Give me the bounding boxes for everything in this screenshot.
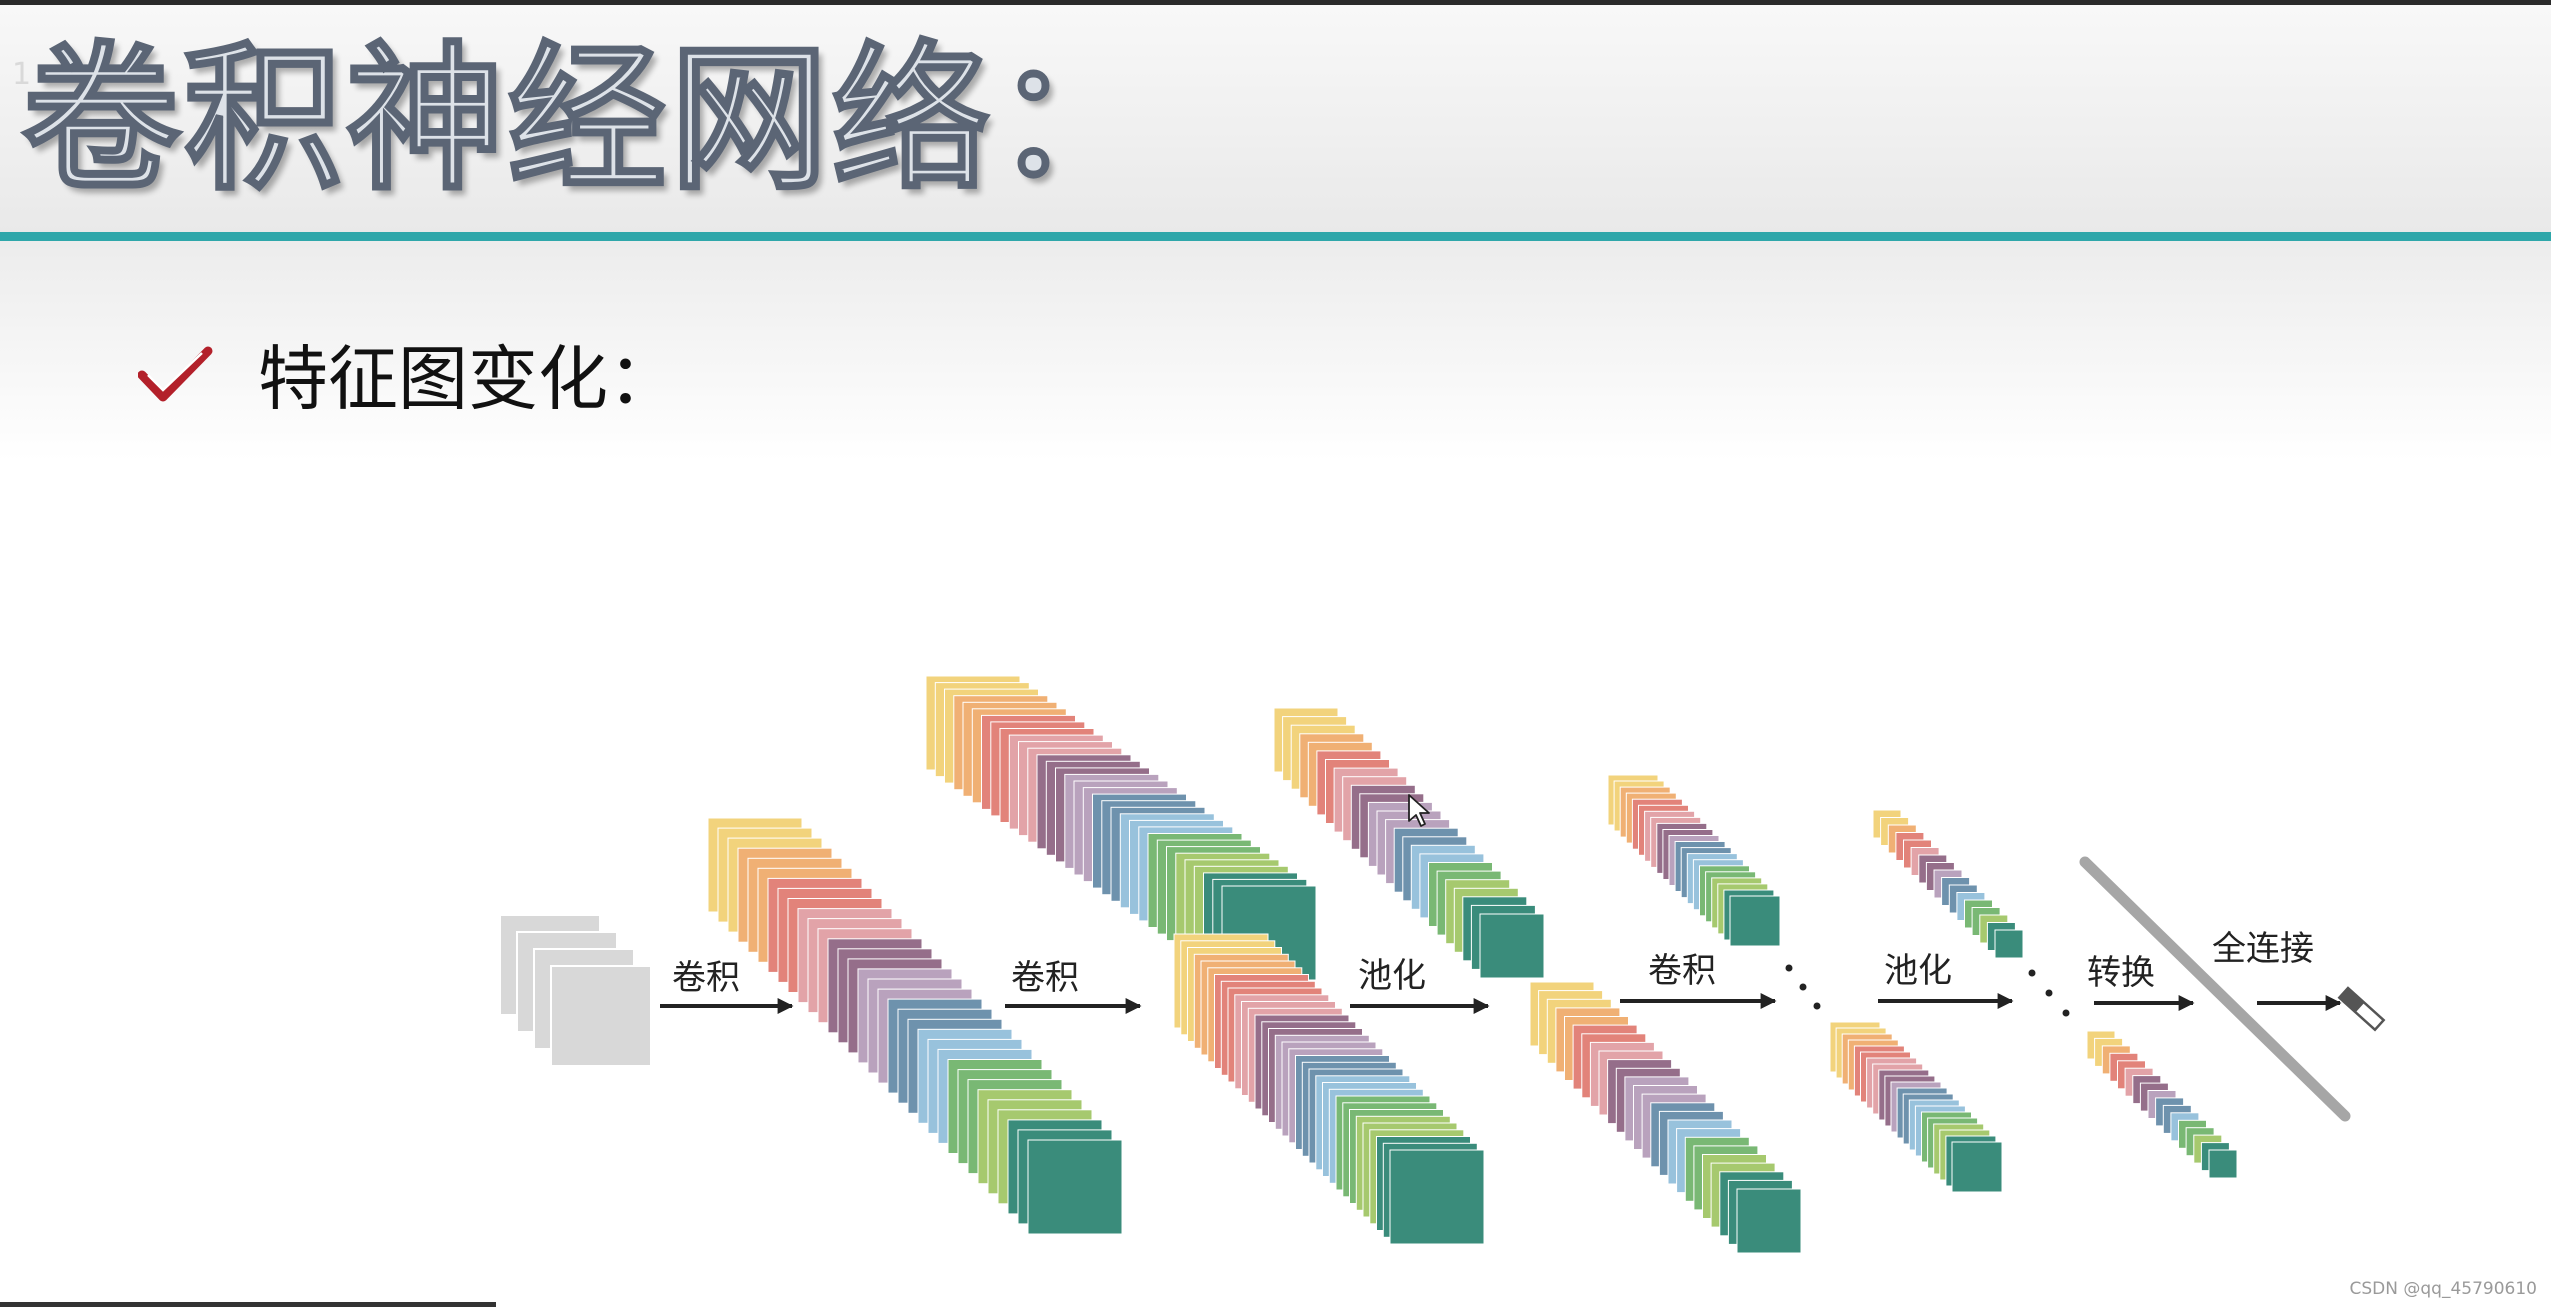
conv3-feature-maps-bottom xyxy=(1829,1021,2003,1193)
checkmark-icon xyxy=(138,346,213,402)
label-conv-3: 卷积 xyxy=(1648,951,1716,991)
fc-output-icon xyxy=(2337,986,2386,1032)
conv1-feature-maps xyxy=(707,817,1123,1235)
feature-map-layer xyxy=(1994,929,2024,959)
ellipsis-dot xyxy=(2045,989,2053,997)
label-pool-2: 池化 xyxy=(1884,951,1952,991)
ellipsis-dot xyxy=(2028,969,2036,977)
input-image-stack xyxy=(499,914,652,1067)
feature-map-layer xyxy=(1736,1188,1802,1254)
subtitle-band xyxy=(0,241,2551,461)
mouse-cursor-icon xyxy=(1408,794,1430,827)
watermark: CSDN @qq_45790610 xyxy=(2349,1279,2537,1299)
label-fully-connected: 全连接 xyxy=(2212,929,2314,969)
feature-map-layer xyxy=(550,965,652,1067)
conv2-feature-maps-top xyxy=(925,675,1317,981)
ellipsis-dot xyxy=(2062,1009,2070,1017)
conv3-feature-maps-top xyxy=(1607,774,1781,947)
title-divider xyxy=(0,232,2551,241)
label-conv-2: 卷积 xyxy=(1011,958,1079,998)
ellipsis-dot xyxy=(1785,964,1793,972)
feature-map-layer xyxy=(2208,1149,2238,1179)
pool2-feature-maps-top xyxy=(1872,809,2024,959)
ellipsis-dot xyxy=(1799,983,1807,991)
flattened-maps-bottom xyxy=(2086,1030,2238,1179)
flow-labels: 卷积 卷积 池化 卷积 池化 转换 全连接 xyxy=(672,929,2314,998)
flow-arrows xyxy=(660,993,2342,1014)
bottom-progress-line xyxy=(0,1302,496,1307)
top-border xyxy=(0,0,2551,5)
label-pool-1: 池化 xyxy=(1358,956,1426,996)
slide-header: 1 卷积神经网络： xyxy=(0,5,2551,233)
ellipsis-dots xyxy=(1785,964,2070,1017)
feature-map-layer xyxy=(1951,1141,2003,1193)
feature-map-layer xyxy=(1389,1149,1485,1245)
feature-map-stacks xyxy=(499,675,2238,1254)
slide-number: 1 xyxy=(12,57,32,92)
feature-map-layer xyxy=(1729,895,1781,947)
feature-map-layer xyxy=(1027,1139,1123,1235)
slide-title: 卷积神经网络： xyxy=(21,27,1156,214)
pool1-feature-maps-top xyxy=(1273,707,1545,979)
ellipsis-dot xyxy=(1813,1002,1821,1010)
label-conv-1: 卷积 xyxy=(672,958,740,998)
conv2-feature-maps-bottom xyxy=(1173,933,1485,1245)
pool1-feature-maps-bottom xyxy=(1529,981,1802,1254)
feature-map-layer xyxy=(1479,913,1545,979)
separator-bar xyxy=(2079,856,2351,1122)
bullet-text: 特征图变化： xyxy=(258,338,678,420)
label-flatten: 转换 xyxy=(2087,953,2155,993)
